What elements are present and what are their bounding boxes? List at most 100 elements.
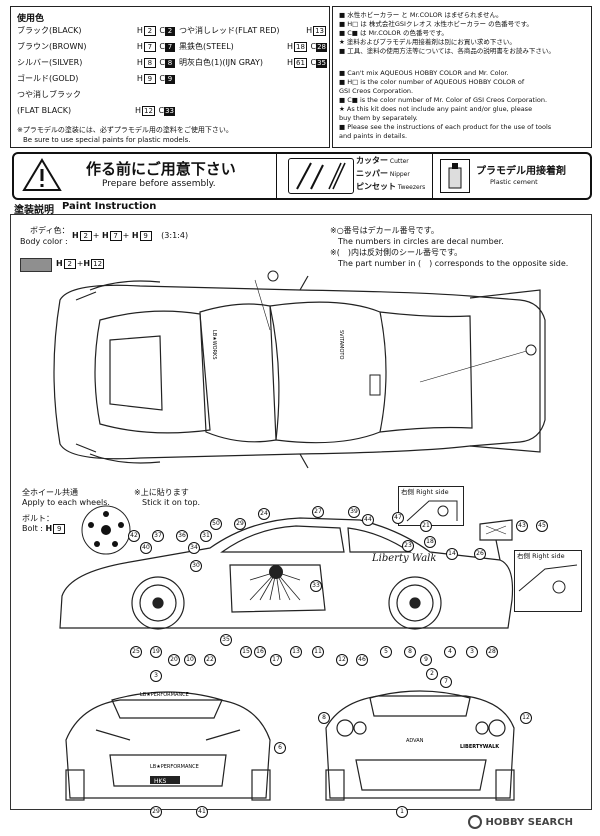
side-decal-number: 20 — [168, 654, 180, 666]
paint-note-jp: ※プラモデルの塗装には、必ずプラモデル用の塗料をご使用下さい。 — [17, 126, 233, 134]
hobby-color-code: 7 — [143, 42, 156, 52]
side-decal-number: 14 — [446, 548, 458, 560]
wheel-note-en: Apply to each wheels. — [22, 498, 110, 507]
side-decal-number: 10 — [184, 654, 196, 666]
side-decal-number: 3 — [466, 646, 478, 658]
front-decal-number: 3 — [150, 670, 162, 682]
warning-icon — [22, 158, 62, 192]
side-decal-number: 40 — [140, 542, 152, 554]
side-decal-number: 45 — [536, 520, 548, 532]
hobby-color-code: 8 — [143, 58, 156, 68]
body-code-2: 7 — [109, 231, 122, 241]
paint-note-en: Be sure to use special paints for plasti… — [23, 136, 191, 144]
hobby-color-code: 2 — [143, 26, 156, 36]
swatch-code-2: 12 — [91, 259, 105, 269]
body-color-jp: ボディ色： — [30, 226, 70, 235]
side-decal-number: 27 — [312, 506, 324, 518]
note-jp-line: ★ 塗料およびプラモデル用接着剤は別にお買い求め下さい。 — [339, 38, 516, 46]
hobby-color-code: 18 — [294, 42, 307, 52]
stick-top-en: Stick it on top. — [142, 498, 201, 507]
cement-en: Plastic cement — [490, 178, 538, 186]
side-decal-number: 18 — [424, 536, 436, 548]
color-name: 黒鉄色(STEEL) — [179, 42, 234, 51]
color-name: つや消しレッド(FLAT RED) — [179, 26, 280, 35]
prepare-bar: 作る前にご用意下さい Prepare before assembly. カッター… — [12, 152, 592, 200]
stick-top-jp: ※上に貼ります — [134, 488, 189, 497]
hobby-color-code: 12 — [142, 106, 155, 116]
side-decal-number: 36 — [176, 530, 188, 542]
body-ratio: (3:1:4) — [161, 231, 189, 240]
side-decal-number: 11 — [312, 646, 324, 658]
side-decal-number: 26 — [474, 548, 486, 560]
watermark-text: HOBBY SEARCH — [485, 817, 573, 828]
paint-area — [10, 214, 592, 810]
tool-icons — [288, 158, 354, 194]
paint-title-en: Paint Instruction — [62, 201, 157, 212]
bolt-en: Bolt : — [22, 524, 43, 533]
right-side-label-2: 右側 Right side — [517, 552, 565, 560]
side-decal-number: 50 — [210, 518, 222, 530]
front-decal-number: 41 — [196, 806, 208, 818]
note-en-line: ■ Please see the instructions of each pr… — [339, 123, 552, 131]
side-decal-number: 35 — [220, 634, 232, 646]
note-jp-line: ■ H□ は 株式会社GSIクレオス 水性ホビーカラー の色番号です。 — [339, 20, 533, 28]
divider — [432, 154, 433, 198]
note-jp-line: ■ 工具、塗料の使用方法等については、各商品の説明書をお読み下さい。 — [339, 47, 555, 55]
mr-color-code: 33 — [164, 107, 175, 116]
prepare-title-en: Prepare before assembly. — [102, 179, 216, 189]
side-decal-number: 16 — [254, 646, 266, 658]
right-side-label-1: 右側 Right side — [401, 488, 449, 496]
side-decal-number: 9 — [420, 654, 432, 666]
note-jp-line: ■ 水性ホビーカラー と Mr.COLOR はまぜられません。 — [339, 11, 503, 19]
swatch-code-1: 2 — [63, 259, 76, 269]
note-en-line: GSI Creos Corporation. — [339, 87, 414, 95]
watermark: HOBBY SEARCH — [468, 815, 573, 829]
side-decal-number: 31 — [200, 530, 212, 542]
mr-color-code: 28 — [316, 43, 327, 52]
mr-color-code: 7 — [165, 43, 175, 52]
side-decal-number: 44 — [362, 514, 374, 526]
tool-name-en: Tweezers — [396, 184, 426, 191]
color-name: 明灰白色(1)(IJN GRAY) — [179, 58, 263, 67]
side-decal-number: 33 — [310, 580, 322, 592]
note-en-line: ■ C■ is the color number of Mr. Color of… — [339, 96, 548, 104]
color-name: (FLAT BLACK) — [17, 106, 72, 115]
side-decal-number: 12 — [336, 654, 348, 666]
body-color-en: Body color : — [20, 237, 68, 246]
tool-name-jp: カッター — [356, 156, 388, 165]
side-decal-number: 28 — [486, 646, 498, 658]
bolt-code: 9 — [53, 524, 66, 534]
right-side-inset-1: 右側 Right side — [398, 486, 464, 526]
side-decal-number: 5 — [380, 646, 392, 658]
mr-color-code: 2 — [165, 27, 175, 36]
side-decal-number: 29 — [234, 518, 246, 530]
side-decal-number: 34 — [188, 542, 200, 554]
side-decal-number: 22 — [204, 654, 216, 666]
color-name: つや消しブラック — [17, 90, 81, 99]
side-decal-number: 8 — [404, 646, 416, 658]
note-en-line: buy them by separately. — [339, 114, 418, 122]
note-en-line: and paints in details. — [339, 132, 408, 140]
side-decal-number: 21 — [420, 520, 432, 532]
livery-text: Liberty Walk — [372, 553, 437, 564]
tool-item: カッター Cutter — [356, 156, 425, 169]
wheel-note-box: 全ホイール共通 Apply to each wheels. ボルト： Bolt … — [22, 488, 134, 552]
side-decal-number: 43 — [516, 520, 528, 532]
side-decal-number: 25 — [130, 646, 142, 658]
hobby-search-logo-icon — [468, 815, 482, 829]
paint-title-jp: 塗装説明 — [14, 205, 54, 216]
cement-icon — [440, 159, 470, 193]
